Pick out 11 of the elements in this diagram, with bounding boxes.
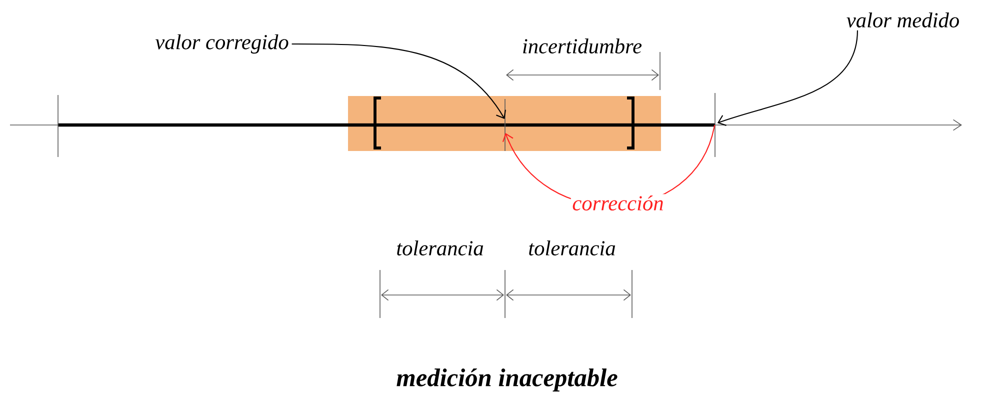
caption: medición inaceptable bbox=[396, 368, 618, 392]
arrow bbox=[292, 43, 506, 119]
arrow bbox=[717, 30, 858, 126]
edge-label: corrección bbox=[570, 194, 666, 212]
tick-mark bbox=[504, 98, 506, 152]
dimension-label: incertidumbre bbox=[523, 38, 642, 54]
annotation-text: valor medido bbox=[846, 12, 959, 28]
tick-mark bbox=[714, 92, 716, 158]
annotation-text: valor corregido bbox=[155, 34, 288, 54]
dimension-label: tolerancia bbox=[397, 240, 484, 256]
dimension-label: tolerancia bbox=[529, 240, 616, 256]
